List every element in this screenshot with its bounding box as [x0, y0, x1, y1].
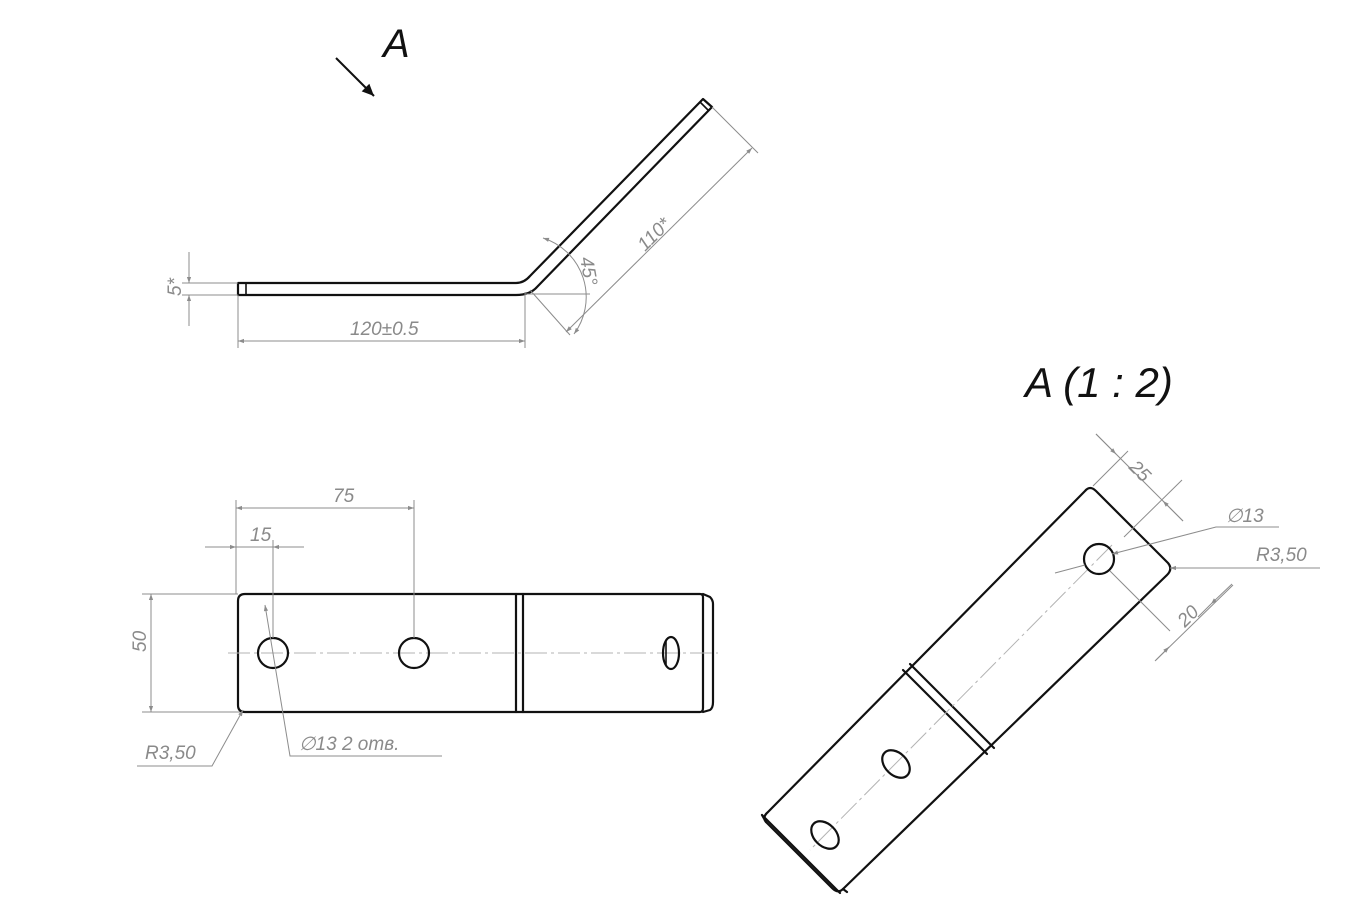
view-a-hole-3	[810, 820, 840, 850]
view-a-edge-offset-dimension: 25	[1092, 433, 1184, 538]
width-label: 50	[130, 630, 151, 652]
front-view: 75 15 50 R3,50 ∅13 2 отв.	[130, 486, 718, 767]
view-a-hole-offset-dimension: 20	[1109, 570, 1234, 662]
horizontal-length-dimension: 120±0.5	[237, 292, 526, 348]
corner-radius-label: R3,50	[145, 743, 196, 764]
view-a-corner-radius-callout: R3,50	[1170, 545, 1320, 571]
view-direction-arrow	[335, 57, 375, 97]
horizontal-length-label: 120±0.5	[350, 319, 419, 340]
corner-radius-callout: R3,50	[137, 709, 244, 767]
side-view-profile	[236, 97, 714, 297]
view-a-hole-callout-label: ∅13	[1226, 506, 1264, 527]
inclined-length-label: 110*	[634, 214, 676, 256]
width-dimension: 50	[130, 593, 240, 713]
view-a-title: A (1 : 2)	[1022, 359, 1173, 406]
inclined-length-dimension: 110*	[529, 106, 759, 336]
front-view-outline	[236, 592, 705, 714]
bend-angle-dimension: 45°	[525, 237, 601, 335]
hole-offset-dimension: 15	[205, 525, 304, 638]
thickness-label: 5*	[165, 277, 186, 296]
view-direction-marker: A	[335, 22, 410, 97]
hole-pitch-dimension: 75	[235, 486, 415, 638]
view-direction-label: A	[381, 22, 410, 66]
view-a-edge-offset-label: 25	[1124, 456, 1155, 487]
thickness-dimension: 5*	[165, 252, 238, 326]
view-a-hole-offset-label: 20	[1173, 601, 1204, 632]
hole-callout-label: ∅13 2 отв.	[299, 734, 399, 755]
view-a-hole-callout: ∅13	[1054, 506, 1279, 574]
hole-offset-label: 15	[250, 525, 272, 546]
view-a-center-line	[809, 544, 1113, 851]
view-a-hole-1	[1082, 542, 1116, 576]
side-view-tip-edge	[699, 101, 709, 111]
view-a-bent-flange	[760, 813, 849, 895]
front-view-bent-flange	[701, 592, 715, 714]
view-a-hole-2	[881, 749, 911, 779]
view-a-corner-radius-label: R3,50	[1256, 545, 1307, 566]
side-view: 5* 120±0.5 110* 45°	[165, 97, 759, 348]
hole-pitch-label: 75	[333, 486, 355, 507]
hole-callout: ∅13 2 отв.	[263, 604, 442, 757]
view-a-bend-line-1	[901, 668, 989, 756]
view-a: A (1 : 2) 25 ∅13 R3,50	[760, 359, 1320, 895]
bend-angle-label: 45°	[575, 255, 601, 287]
hole-3-inclined	[661, 635, 681, 671]
